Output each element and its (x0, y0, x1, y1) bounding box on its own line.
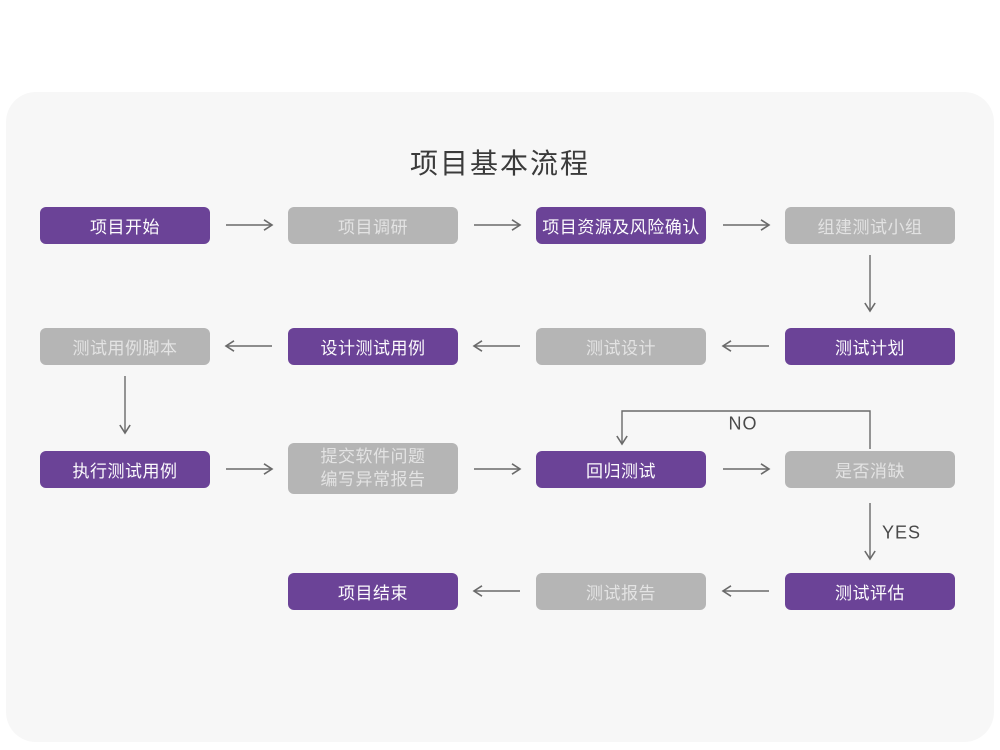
node-resource-risk-confirm: 项目资源及风险确认 (536, 207, 706, 244)
edge-label-no: NO (728, 413, 758, 434)
node-design-test-case: 设计测试用例 (288, 328, 458, 365)
node-execute-test-case: 执行测试用例 (40, 451, 210, 488)
edge-label-yes: YES (882, 522, 922, 543)
node-test-report: 测试报告 (536, 573, 706, 610)
node-test-evaluation: 测试评估 (785, 573, 955, 610)
node-form-test-team: 组建测试小组 (785, 207, 955, 244)
node-defect-resolved: 是否消缺 (785, 451, 955, 488)
node-project-end: 项目结束 (288, 573, 458, 610)
node-project-start: 项目开始 (40, 207, 210, 244)
node-test-design: 测试设计 (536, 328, 706, 365)
node-submit-issue-report: 提交软件问题 编写异常报告 (288, 443, 458, 494)
node-project-research: 项目调研 (288, 207, 458, 244)
background-panel (6, 92, 994, 742)
node-test-plan: 测试计划 (785, 328, 955, 365)
node-regression-test: 回归测试 (536, 451, 706, 488)
page-title: 项目基本流程 (409, 148, 590, 179)
node-test-case-script: 测试用例脚本 (40, 328, 210, 365)
